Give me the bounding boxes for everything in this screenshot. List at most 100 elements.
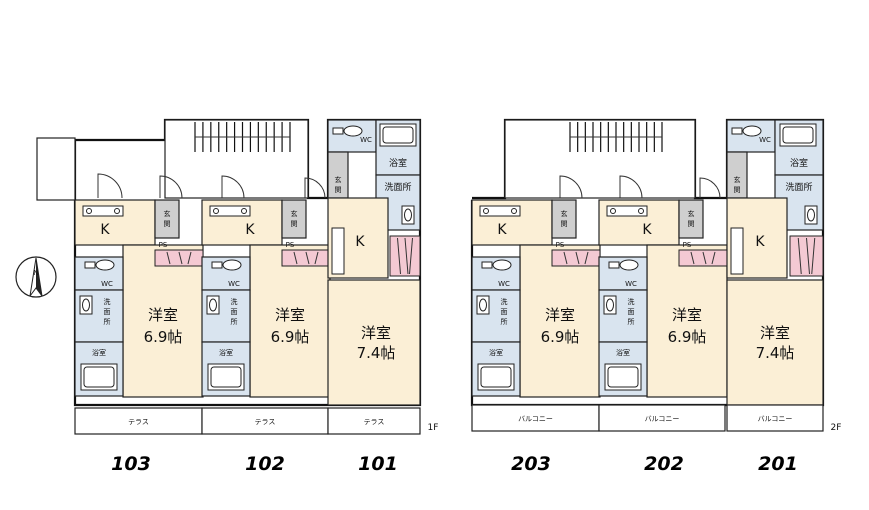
kitchen-counter — [209, 205, 251, 217]
char: 面 — [104, 308, 111, 316]
closet-door — [409, 237, 413, 275]
unit-number-203: 203 — [511, 453, 551, 475]
bathtub-icon — [604, 363, 642, 391]
washbasin-icon — [206, 295, 220, 315]
char: 所 — [628, 317, 635, 326]
char: 洗 — [501, 297, 508, 306]
wc-label: WC — [625, 280, 637, 288]
washroom-label: 洗面所 — [384, 181, 411, 193]
washroom-label: 洗面所 — [231, 297, 238, 326]
unit-number-103: 103 — [111, 453, 151, 475]
toilet-icon — [211, 259, 242, 271]
western-room — [122, 244, 204, 398]
balcony-label: バルコニー — [758, 415, 793, 423]
closet-door — [404, 237, 409, 275]
bath-label: 浴室 — [389, 157, 407, 169]
toilet-bowl — [619, 259, 639, 271]
kitchen-label: K — [642, 222, 652, 238]
stove-icon — [483, 208, 489, 214]
washbasin-icon — [476, 295, 490, 315]
kitchen-label: K — [355, 234, 365, 250]
toilet-bowl — [492, 259, 512, 271]
closet-door — [305, 251, 310, 265]
char: 関 — [561, 220, 568, 228]
balcony — [598, 404, 726, 432]
closet-box — [389, 235, 421, 277]
toilet-icon — [481, 259, 512, 271]
stove-icon — [86, 208, 92, 214]
char: 関 — [734, 186, 741, 194]
western-room — [519, 244, 601, 398]
stove-icon — [610, 208, 616, 214]
entrance — [154, 199, 180, 239]
western-room — [327, 279, 421, 406]
wc-label: WC — [360, 136, 372, 144]
room-label: 洋室 — [361, 324, 391, 342]
wc-label: WC — [101, 280, 113, 288]
closet-door — [690, 251, 695, 265]
toilet-icon — [332, 125, 363, 137]
door-swing-icon — [699, 177, 721, 199]
bath-label: 浴室 — [616, 348, 630, 357]
closet-door — [575, 251, 580, 265]
tub-inner — [382, 126, 414, 144]
stove-icon — [213, 208, 219, 214]
wc-label: WC — [759, 136, 771, 144]
char: 玄 — [291, 209, 298, 218]
kitchen-counter — [331, 227, 345, 275]
tub-inner — [83, 366, 115, 388]
bathtub-icon — [477, 363, 515, 391]
terrace-label: テラス — [255, 418, 276, 426]
entrance-label: 玄関 — [335, 175, 342, 194]
entrance — [281, 199, 307, 239]
toilet-bowl — [742, 125, 762, 137]
compass-arrow-shade — [36, 258, 42, 296]
room-area: 7.4帖 — [756, 344, 795, 362]
room-label: 洋室 — [275, 306, 305, 324]
char: 洗 — [104, 297, 111, 306]
char: 洗 — [231, 297, 238, 306]
ps-label: PS — [683, 241, 692, 249]
floor-label: 2F — [831, 423, 842, 433]
stairs-icon — [194, 122, 291, 152]
closet-door — [187, 251, 192, 265]
washbasin-icon — [804, 205, 818, 225]
room-label: 洋室 — [760, 324, 790, 342]
basin-bowl — [82, 298, 90, 312]
closet-door — [702, 251, 707, 265]
entry-porch — [36, 137, 76, 201]
kitchen-label: K — [755, 234, 765, 250]
closet-door — [178, 251, 183, 265]
char: 関 — [335, 186, 342, 194]
char: 関 — [291, 220, 298, 228]
kitchen-label: K — [497, 222, 507, 238]
closet-door — [166, 251, 171, 265]
char: 面 — [501, 308, 508, 316]
kitchen-counter — [479, 205, 521, 217]
char: 所 — [231, 317, 238, 326]
kitchen-label: K — [245, 222, 255, 238]
closet-door — [806, 237, 810, 275]
kitchen-counter — [730, 227, 744, 275]
toilet-icon — [608, 259, 639, 271]
bath-label: 浴室 — [489, 348, 503, 357]
stairs-icon — [569, 122, 663, 152]
entrance-label: 玄関 — [734, 175, 741, 194]
door-swing-icon — [159, 175, 183, 199]
balcony-label: バルコニー — [645, 415, 680, 423]
balcony — [726, 404, 824, 432]
floor-2-plan: K洋室6.9帖WC洗面所浴室玄関PSK洋室6.9帖WC洗面所浴室玄関PSWC浴室… — [470, 118, 842, 433]
ps-label: PS — [159, 241, 168, 249]
floor-1-plan: K洋室6.9帖WC洗面所浴室玄関PSK洋室6.9帖WC洗面所浴室玄関PSWC浴室… — [36, 118, 438, 435]
char: 玄 — [561, 209, 568, 218]
terrace-label: テラス — [364, 418, 385, 426]
common-corridor — [504, 119, 696, 199]
terrace-row: テラステラステラス — [74, 407, 421, 435]
char: 玄 — [164, 209, 171, 218]
tub-inner — [607, 366, 639, 388]
